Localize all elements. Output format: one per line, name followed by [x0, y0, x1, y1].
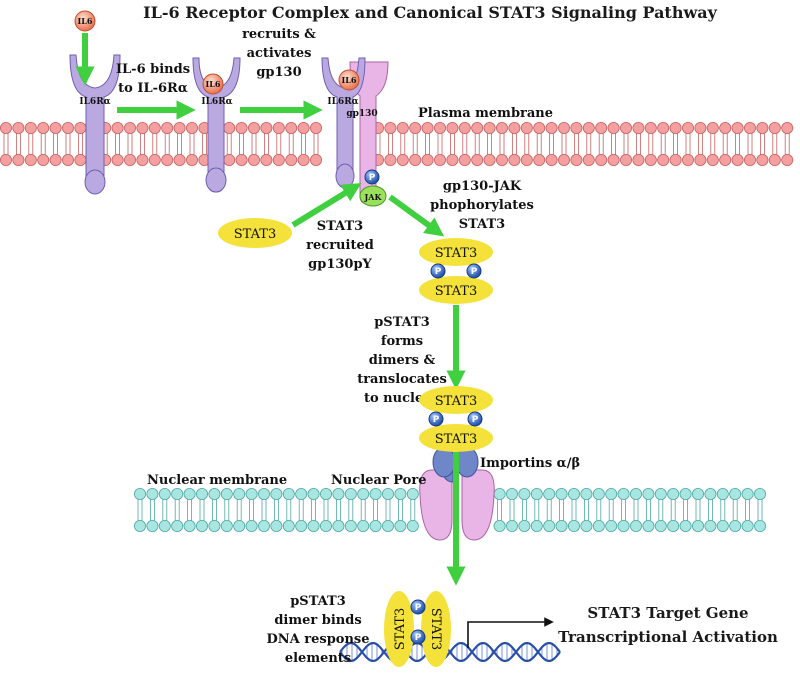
dna-helix [339, 642, 561, 662]
step-recruited-line1: STAT3 [317, 219, 363, 234]
step-dna-line1: pSTAT3 [290, 594, 346, 609]
jak-kinase: JAK [359, 185, 387, 207]
phospho-label-d1a: P [435, 267, 442, 277]
step-dimers-line3: dimers & [369, 353, 436, 368]
pstat3-dna-dimer: STAT3 STAT3 P P [384, 591, 451, 667]
nuclear-pore [419, 469, 495, 541]
plasma-membrane-label: Plasma membrane [418, 106, 553, 121]
jak-label: JAK [364, 192, 383, 202]
il6-ligand-3: IL6 [338, 69, 360, 91]
target-gene-line1: STAT3 Target Gene [587, 604, 748, 622]
il6ra-label-3: IL6Rα [327, 97, 358, 107]
phospho-label-gp130: P [369, 173, 376, 183]
phospho-label-dna-a: P [415, 603, 422, 613]
nuclear-membrane [133, 487, 767, 533]
phospho-label-d1b: P [471, 267, 478, 277]
il6-label-1: IL6 [78, 16, 93, 26]
il6ra-label-1: IL6Rα [79, 97, 110, 107]
plasma-membrane [0, 122, 794, 166]
stat3-label-d2b: STAT3 [435, 432, 478, 447]
step-jak-line3: STAT3 [459, 217, 505, 232]
pstat3-dimer-1: STAT3 STAT3 P P [419, 238, 493, 304]
arrow-stat3-recruit [291, 182, 362, 228]
il6ra-label-2: IL6Rα [201, 97, 232, 107]
step-recruits-line3: gp130 [256, 65, 301, 80]
stat3-label-d1b: STAT3 [435, 284, 478, 299]
importins-label: Importins α/β [480, 456, 580, 471]
gp130-phospho: P [364, 169, 380, 185]
stat3-label-monomer: STAT3 [234, 227, 277, 242]
nuclear-pore-label: Nuclear Pore [331, 473, 426, 488]
phospho-label-d2a: P [433, 415, 440, 425]
step-dimers-line1: pSTAT3 [374, 315, 430, 330]
phospho-label-d2b: P [472, 415, 479, 425]
step-recruited-line2: recruited [306, 238, 374, 253]
arrow-jak-phos [388, 194, 445, 237]
importins [432, 446, 479, 483]
il6ra-receptor-1: IL6Rα [69, 54, 121, 195]
pstat3-dimer-2: STAT3 STAT3 P P [419, 386, 493, 452]
step-recruited-line3: gp130pY [308, 257, 372, 272]
phospho-label-dna-b: P [415, 633, 422, 643]
il6-ligand-1: IL6 [74, 10, 96, 32]
il6-ligand-2: IL6 [202, 73, 224, 95]
transcription-start-arrow [467, 617, 554, 648]
gp130-label: gp130 [346, 109, 377, 119]
stat3-monomer: STAT3 [218, 218, 292, 248]
step-binds-line1: IL-6 binds [116, 62, 190, 77]
step-dimers-line2: forms [381, 334, 423, 349]
stat3-label-d1a: STAT3 [435, 246, 478, 261]
il6-label-2: IL6 [206, 79, 221, 89]
target-gene-line2: Transcriptional Activation [558, 628, 778, 646]
stat3-label-d2a: STAT3 [435, 394, 478, 409]
stat3-label-dna-b: STAT3 [428, 608, 443, 651]
step-dna-line2: dimer binds [274, 613, 361, 628]
diagram-title: IL-6 Receptor Complex and Canonical STAT… [143, 3, 717, 22]
step-jak-line1: gp130-JAK [443, 179, 522, 194]
step-recruits-line2: activates [247, 46, 312, 61]
il6-label-3: IL6 [342, 75, 357, 85]
step-binds-line2: to IL-6Rα [118, 81, 188, 96]
step-recruits-line1: recruits & [242, 27, 316, 42]
stat3-label-dna-a: STAT3 [393, 608, 408, 651]
step-dimers-line4: translocates [357, 372, 447, 387]
step-dna-line4: elements [285, 651, 351, 666]
step-jak-line2: phophorylates [430, 198, 534, 213]
step-dna-line3: DNA response [266, 632, 369, 647]
nuclear-membrane-label: Nuclear membrane [147, 473, 287, 488]
